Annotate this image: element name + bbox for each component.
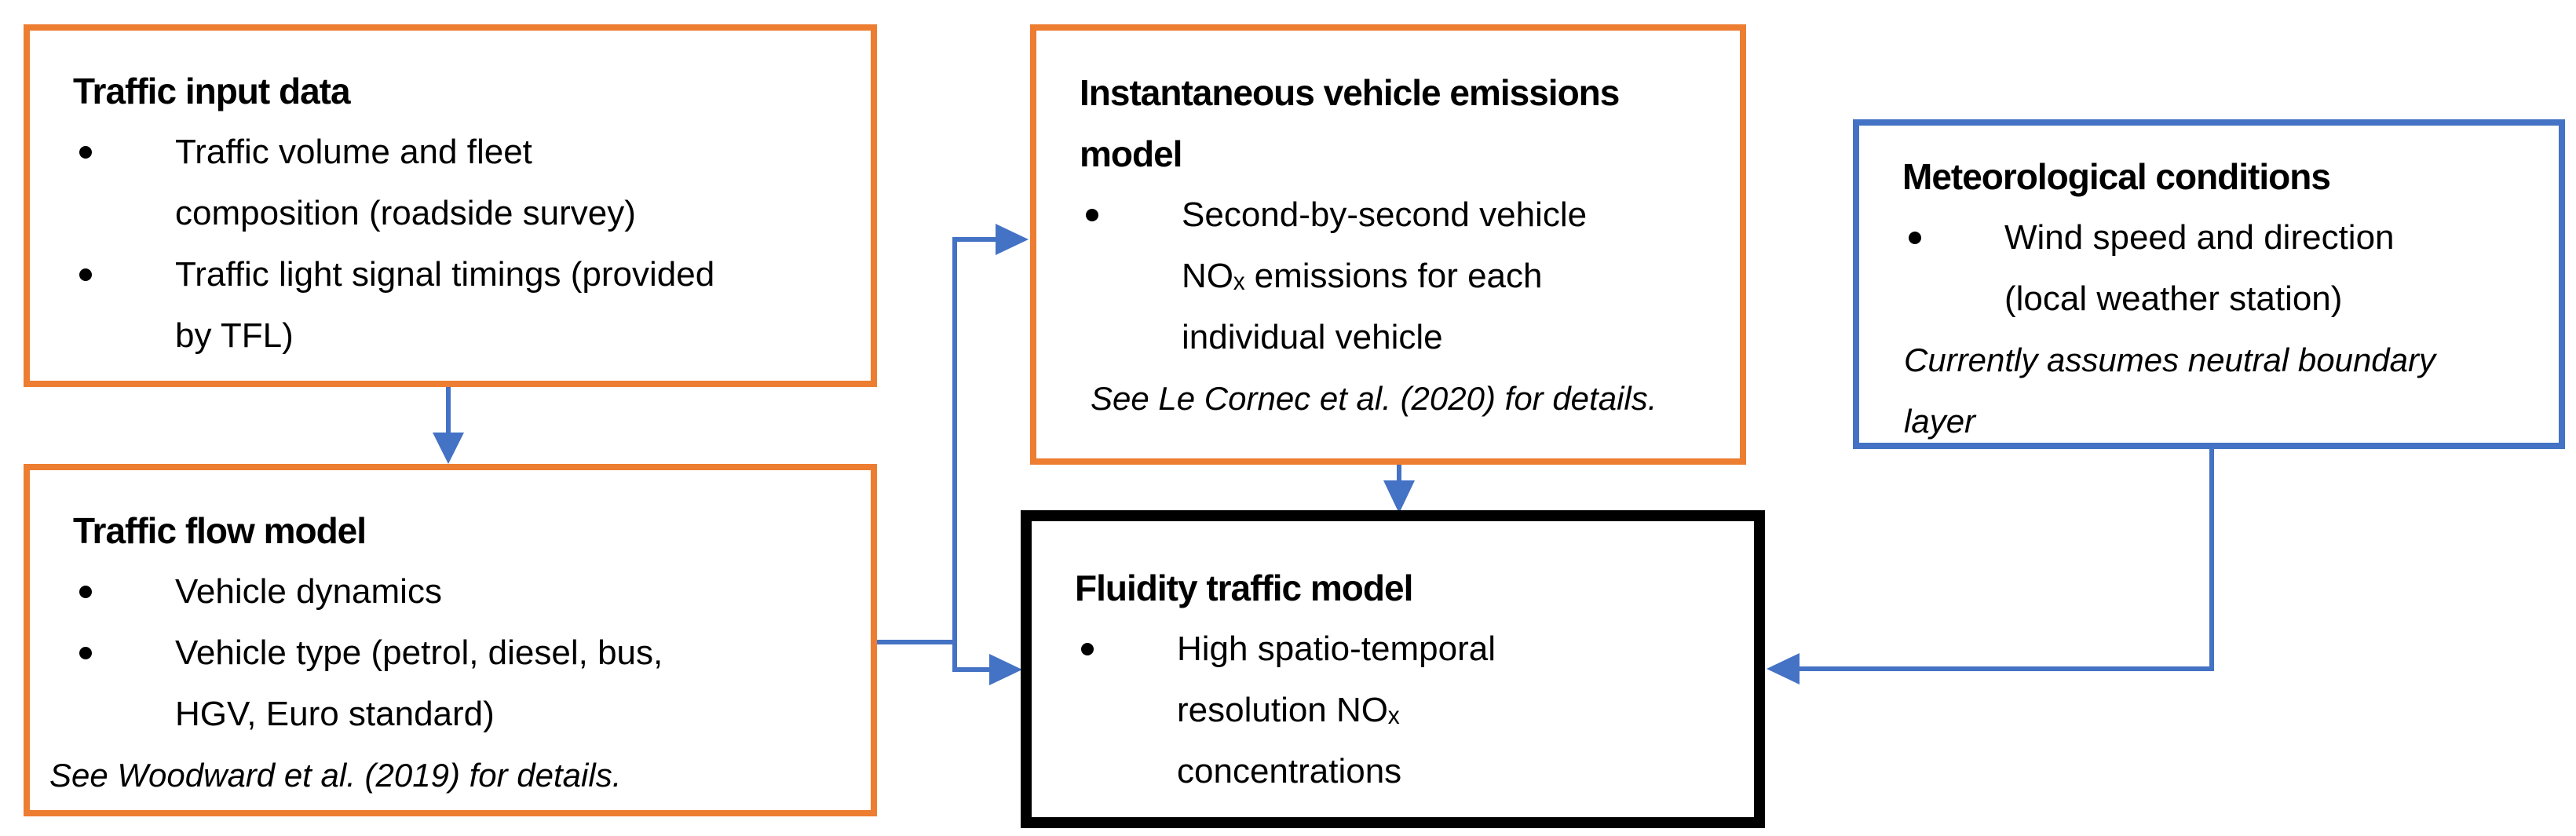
bullet-icon <box>1075 619 1177 680</box>
bullet-icon <box>73 561 175 622</box>
bullet-icon <box>73 122 175 183</box>
bullet-dot-icon <box>1909 232 1921 244</box>
bullet-line: Second-by-second vehicle <box>1182 195 1588 234</box>
note-line: Currently assumes neutral boundary <box>1904 341 2436 378</box>
emissions-model-title-line: Instantaneous vehicle emissions <box>1080 72 1620 113</box>
reference-note: See Le Cornec et al. (2020) for details. <box>1091 368 1716 429</box>
bullet-dot-icon <box>79 647 92 659</box>
bullet-line: Traffic light signal timings (provided <box>175 255 715 294</box>
traffic-input-data-title: Traffic input data <box>73 71 351 111</box>
bullet-line: Wind speed and direction <box>2004 218 2395 257</box>
bullet-line: Vehicle dynamics <box>175 572 442 611</box>
bullet-dot-icon <box>79 146 92 159</box>
bullet-dot-icon <box>79 586 92 598</box>
bullet-icon <box>1902 207 2004 268</box>
bullet-dot-icon <box>79 268 92 281</box>
list-item: High spatio-temporal resolution NOₓ conc… <box>1075 619 1730 802</box>
list-item: Traffic volume and fleet composition (ro… <box>73 122 847 244</box>
bullet-line: by TFL) <box>175 316 294 355</box>
bullet-line: High spatio-temporal <box>1177 630 1496 668</box>
bullet-line: composition (roadside survey) <box>175 194 636 232</box>
fluidity-traffic-model-title: Fluidity traffic model <box>1075 568 1413 608</box>
fluidity-traffic-model-box: Fluidity traffic model High spatio-tempo… <box>1021 510 1765 828</box>
note-line: See Woodward et al. (2019) for details. <box>49 757 622 794</box>
bullet-icon <box>73 244 175 305</box>
bullet-line: resolution NOₓ <box>1177 691 1400 729</box>
bullet-icon <box>73 622 175 684</box>
arrowhead-right-to-fluidity <box>989 654 1022 685</box>
bullet-line: NOₓ emissions for each <box>1182 257 1543 295</box>
arrowhead-left-met-to-fluidity <box>1767 653 1800 684</box>
arrowhead-down-emissions-to-fluidity <box>1383 480 1415 513</box>
note-line: layer <box>1904 403 1976 440</box>
traffic-flow-model-box: Traffic flow model Vehicle dynamics Vehi… <box>24 464 877 816</box>
arrowhead-right-to-emissions <box>996 224 1029 255</box>
bullet-line: Traffic volume and fleet <box>175 133 532 171</box>
list-item: Traffic light signal timings (provided b… <box>73 244 847 367</box>
traffic-flow-model-title: Traffic flow model <box>73 510 367 551</box>
bullet-line: (local weather station) <box>2004 279 2343 318</box>
meteorological-conditions-box: Meteorological conditions Wind speed and… <box>1853 119 2565 449</box>
bullet-icon <box>1080 184 1182 246</box>
emissions-model-title-line: model <box>1080 133 1182 174</box>
meteorological-conditions-title: Meteorological conditions <box>1902 156 2331 197</box>
list-item: Vehicle type (petrol, diesel, bus, HGV, … <box>73 622 847 745</box>
list-item: Vehicle dynamics <box>73 561 847 622</box>
note-line: See Le Cornec et al. (2020) for details. <box>1091 380 1657 417</box>
arrowhead-down-input-to-flow <box>433 433 464 464</box>
emissions-model-box: Instantaneous vehicle emissions model Se… <box>1030 24 1746 465</box>
bullet-line: HGV, Euro standard) <box>175 695 495 733</box>
bullet-line: Vehicle type (petrol, diesel, bus, <box>175 633 663 672</box>
list-item: Wind speed and direction (local weather … <box>1902 207 2539 330</box>
bullet-dot-icon <box>1081 643 1094 655</box>
traffic-input-data-box: Traffic input data Traffic volume and fl… <box>24 24 877 387</box>
bullet-line: concentrations <box>1177 752 1402 790</box>
connector-met-to-fluidity <box>1800 449 2214 671</box>
connector-trunk <box>952 237 996 672</box>
bullet-line: individual vehicle <box>1182 318 1443 356</box>
reference-note: See Woodward et al. (2019) for details. <box>49 745 847 806</box>
list-item: Second-by-second vehicle NOₓ emissions f… <box>1080 184 1716 368</box>
assumption-note: Currently assumes neutral boundary layer <box>1904 330 2539 452</box>
bullet-dot-icon <box>1086 209 1098 221</box>
